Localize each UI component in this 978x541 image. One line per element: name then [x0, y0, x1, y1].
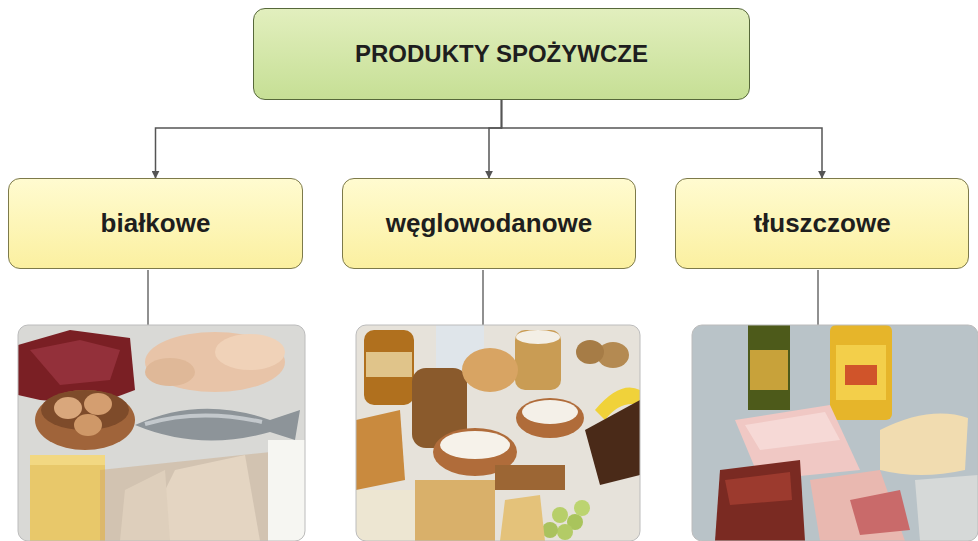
- connector-arrow: [502, 100, 823, 178]
- leader-line: [482, 270, 484, 325]
- box-label: PRODUKTY SPOŻYWCZE: [355, 40, 648, 68]
- root-box: PRODUKTY SPOŻYWCZE: [253, 8, 750, 100]
- connector-arrow: [156, 100, 502, 178]
- photo-frame: [18, 325, 305, 541]
- photo-frame: [692, 325, 978, 541]
- category-box: tłuszczowe: [675, 178, 969, 269]
- leader-line: [817, 270, 819, 328]
- leader-line: [147, 270, 149, 325]
- fat-photo: [692, 325, 978, 541]
- box-label: węglowodanowe: [386, 208, 593, 239]
- category-box: węglowodanowe: [342, 178, 636, 269]
- carbohydrate-photo: [356, 325, 640, 541]
- photo-frame: [356, 325, 640, 541]
- category-box: białkowe: [8, 178, 303, 269]
- box-label: białkowe: [101, 208, 211, 239]
- protein-photo: [18, 325, 305, 541]
- box-label: tłuszczowe: [753, 208, 890, 239]
- connector-arrow: [489, 100, 502, 178]
